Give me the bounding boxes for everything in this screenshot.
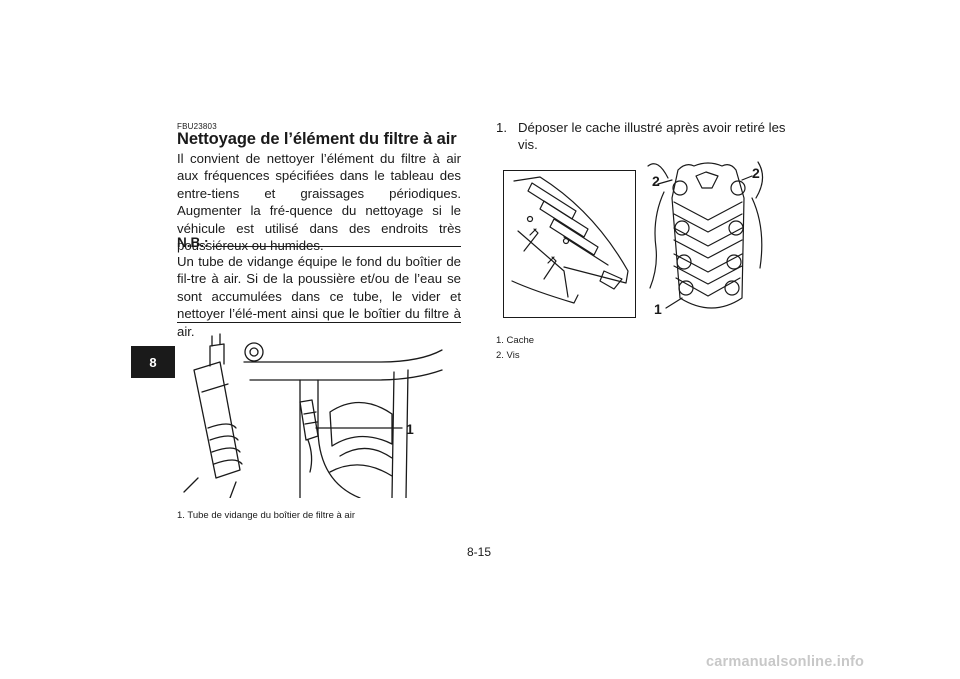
page-number: 8-15: [467, 545, 492, 559]
inset-illustration-box: [503, 170, 636, 318]
intro-paragraph: Il convient de nettoyer l’élément du fil…: [177, 151, 461, 254]
chapter-tab: 8: [131, 346, 175, 378]
note-header: N.B.:: [177, 235, 461, 250]
section-code: FBU23803: [177, 122, 217, 131]
watermark: carmanualsonline.info: [706, 654, 865, 670]
step-1: 1. Déposer le cache illustré après avoir…: [496, 119, 786, 154]
figure1-caption: 1. Tube de vidange du boîtier de filtre …: [177, 510, 355, 521]
step-number: 1.: [496, 120, 507, 135]
fig1-callout-1: 1: [406, 421, 414, 437]
inset-illustration: [511, 176, 629, 304]
fig2-callout-2-left: 2: [652, 173, 660, 189]
drain-tube-illustration: 1: [183, 333, 443, 498]
note-label: N.B.:: [177, 235, 209, 250]
fig2-callout-2-right: 2: [752, 165, 760, 181]
note-text: Un tube de vidange équipe le fond du boî…: [177, 254, 461, 339]
legend-item: 1. Cache: [496, 335, 535, 346]
section-title: Nettoyage de l’élément du filtre à air: [177, 130, 457, 148]
note-rule: [211, 246, 461, 247]
chapter-number: 8: [149, 354, 157, 370]
cover-illustration: 2 2 1: [647, 161, 764, 317]
fig2-callout-1: 1: [654, 301, 662, 317]
note-end-rule: [177, 322, 461, 323]
step-text: Déposer le cache illustré après avoir re…: [518, 120, 786, 153]
legend-item: 2. Vis: [496, 350, 520, 361]
